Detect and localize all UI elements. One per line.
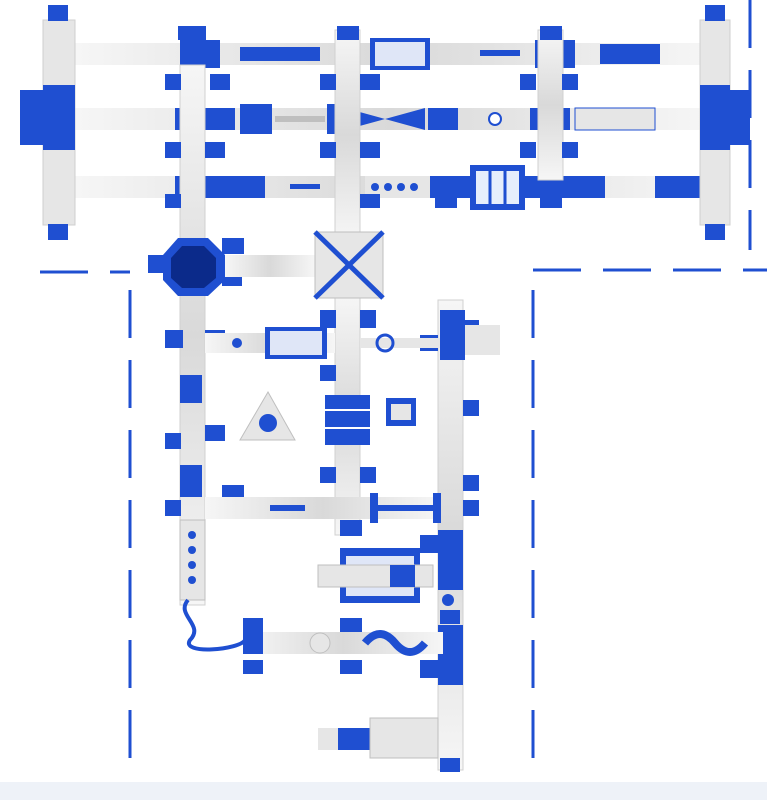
top-lane-1 <box>75 38 705 70</box>
left-column-features <box>179 375 247 652</box>
bottom-end-module <box>318 717 439 759</box>
end-pillars <box>20 19 750 226</box>
climbing-module <box>317 548 434 603</box>
bottom-row <box>243 594 454 656</box>
connector-bridge <box>225 255 315 277</box>
bottom-bar <box>0 782 767 800</box>
x-slide-module <box>313 230 385 300</box>
lower-row <box>205 493 441 523</box>
boundary-lines <box>40 0 767 780</box>
barrel-module <box>325 395 370 445</box>
vertical-trunks <box>179 29 564 771</box>
triangle-spinner-module <box>239 390 296 441</box>
square-module <box>386 398 416 426</box>
top-lane-2 <box>75 104 705 134</box>
octagon-module <box>163 238 225 296</box>
mid-row <box>205 310 500 360</box>
